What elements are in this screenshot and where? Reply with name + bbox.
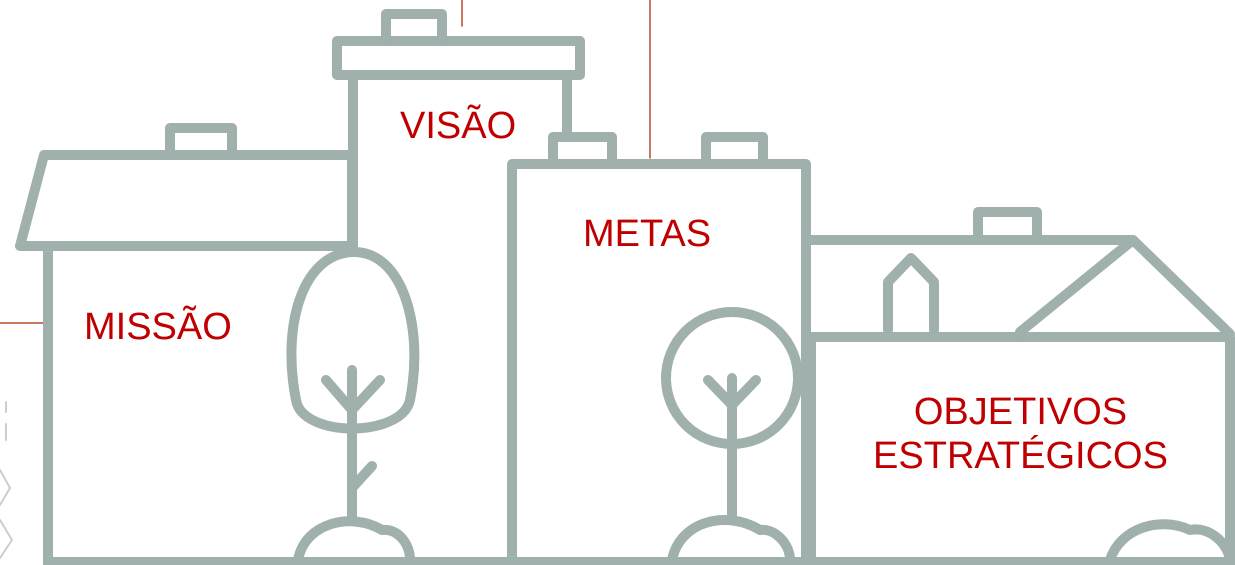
bush-3 [1105,519,1235,565]
tree-tall-trunk [321,365,385,525]
edge-decoration [0,401,13,559]
tree-round [661,307,803,525]
label-objetivos-line2: ESTRATÉGICOS [873,435,1168,477]
label-missao: MISSÃO [84,306,232,348]
metas-chimney-left [548,132,617,169]
connector-lines [0,0,651,324]
roof-missao [15,150,357,251]
building-objetivos [806,207,1235,565]
bush-1 [293,516,415,565]
tower-cap [332,36,585,80]
label-metas: METAS [583,213,712,255]
house-window-icon [883,253,939,335]
objetivos-chimney [973,207,1042,245]
outline-group [15,9,1235,565]
tree-round-trunk [703,373,761,525]
tree-tall [286,246,420,525]
building-visao [332,9,585,255]
label-objetivos-line1: OBJETIVOS [913,391,1128,433]
chimney-missao [165,123,237,160]
tower-top-chimney [381,9,447,46]
objetivos-roof [806,235,1235,339]
bush-2 [667,515,795,565]
label-visao: VISÃO [400,105,517,147]
building-metas [507,132,811,565]
objetivos-gable [1015,235,1138,337]
label-objetivos-estrategicos: OBJETIVOS ESTRATÉGICOS [858,390,1183,478]
tower-walls [348,70,572,255]
bushes [293,515,1235,565]
metas-chimney-right [701,132,768,169]
